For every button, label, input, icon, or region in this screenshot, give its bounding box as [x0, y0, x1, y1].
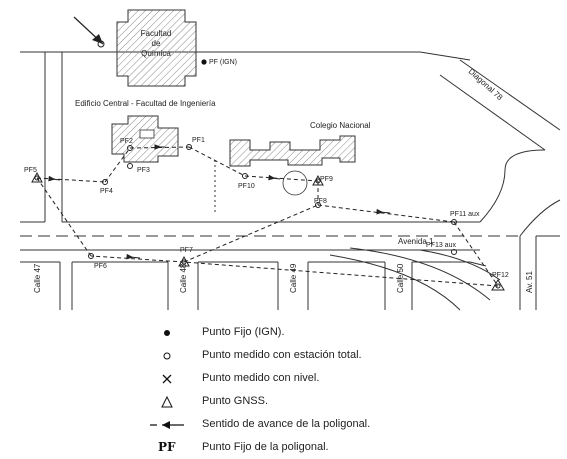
label-pf1: PF1 [192, 137, 205, 144]
filled-dot-icon [164, 330, 170, 336]
building-colegio-nacional [229, 135, 356, 167]
traverse-lines [36, 146, 499, 287]
legend-text-level: Punto medido con nivel. [202, 372, 320, 384]
label-diagonal-78: Diagonal 78 [467, 67, 505, 103]
label-edificio-central: Edificio Central - Facultad de Ingenierí… [75, 99, 216, 108]
label-calle-50: Calle 50 [396, 263, 405, 293]
triangle-icon [161, 395, 173, 408]
north-arrow-icon [73, 16, 105, 48]
point-labels: PF1 PF2 PF3 PF4 PF5 PF6 PF7 PF8 PF9 PF10… [24, 137, 509, 279]
legend-text-direction: Sentido de avance de la poligonal. [202, 418, 371, 430]
legend-text-total-station: Punto medido con estación total. [202, 349, 362, 361]
reference-circle [282, 170, 308, 196]
label-pf5: PF5 [24, 167, 37, 174]
legend-row-ign: Punto Fijo (IGN). [150, 324, 450, 344]
legend-row-pf: PF Punto Fijo de la poligonal. [150, 439, 450, 459]
label-pf12: PF12 [492, 272, 509, 279]
legend-row-gnss: Punto GNSS. [150, 393, 450, 413]
legend-row-direction: Sentido de avance de la poligonal. [150, 416, 450, 436]
label-av-51: Av. 51 [525, 271, 534, 293]
label-pf7: PF7 [180, 247, 193, 254]
label-facultad-1: Facultad [141, 29, 172, 38]
label-pf11: PF11 aux [450, 211, 480, 218]
label-pf8: PF8 [314, 198, 327, 205]
label-facultad-3: Química [141, 49, 171, 58]
open-circle-icon [163, 352, 171, 360]
street-labels: Avenida 1 Calle 47 Calle 48 Calle 49 Cal… [33, 237, 534, 293]
label-pf9: PF9 [320, 176, 333, 183]
traverse-points [31, 144, 505, 291]
label-pf10: PF10 [238, 183, 255, 190]
legend-row-level: Punto medido con nivel. [150, 370, 450, 390]
legend-row-total-station: Punto medido con estación total. [150, 347, 450, 367]
label-pf2: PF2 [120, 138, 133, 145]
label-pf6: PF6 [94, 263, 107, 270]
label-calle-48: Calle 48 [179, 263, 188, 293]
label-calle-49: Calle 49 [289, 263, 298, 293]
label-facultad-2: de [152, 39, 161, 48]
label-pf3: PF3 [137, 167, 150, 174]
legend-text-pf: Punto Fijo de la poligonal. [202, 441, 329, 453]
label-colegio-nacional: Colegio Nacional [310, 121, 371, 130]
pf-ign-point [201, 59, 207, 65]
label-pf4: PF4 [100, 188, 113, 195]
legend-text-ign: Punto Fijo (IGN). [202, 326, 285, 338]
street-grid [20, 51, 561, 311]
legend-text-gnss: Punto GNSS. [202, 395, 269, 407]
label-pf13: PF13 aux [426, 242, 456, 249]
pf-symbol: PF [158, 440, 176, 454]
cross-icon [162, 374, 172, 384]
label-calle-47: Calle 47 [33, 263, 42, 293]
label-avenida-1: Avenida 1 [398, 237, 434, 246]
direction-arrows [48, 144, 391, 260]
label-pf-ign: PF (IGN) [209, 59, 237, 66]
dashed-arrow-icon [150, 421, 184, 429]
building-facultad-quimica: Facultad de Química [116, 9, 197, 87]
